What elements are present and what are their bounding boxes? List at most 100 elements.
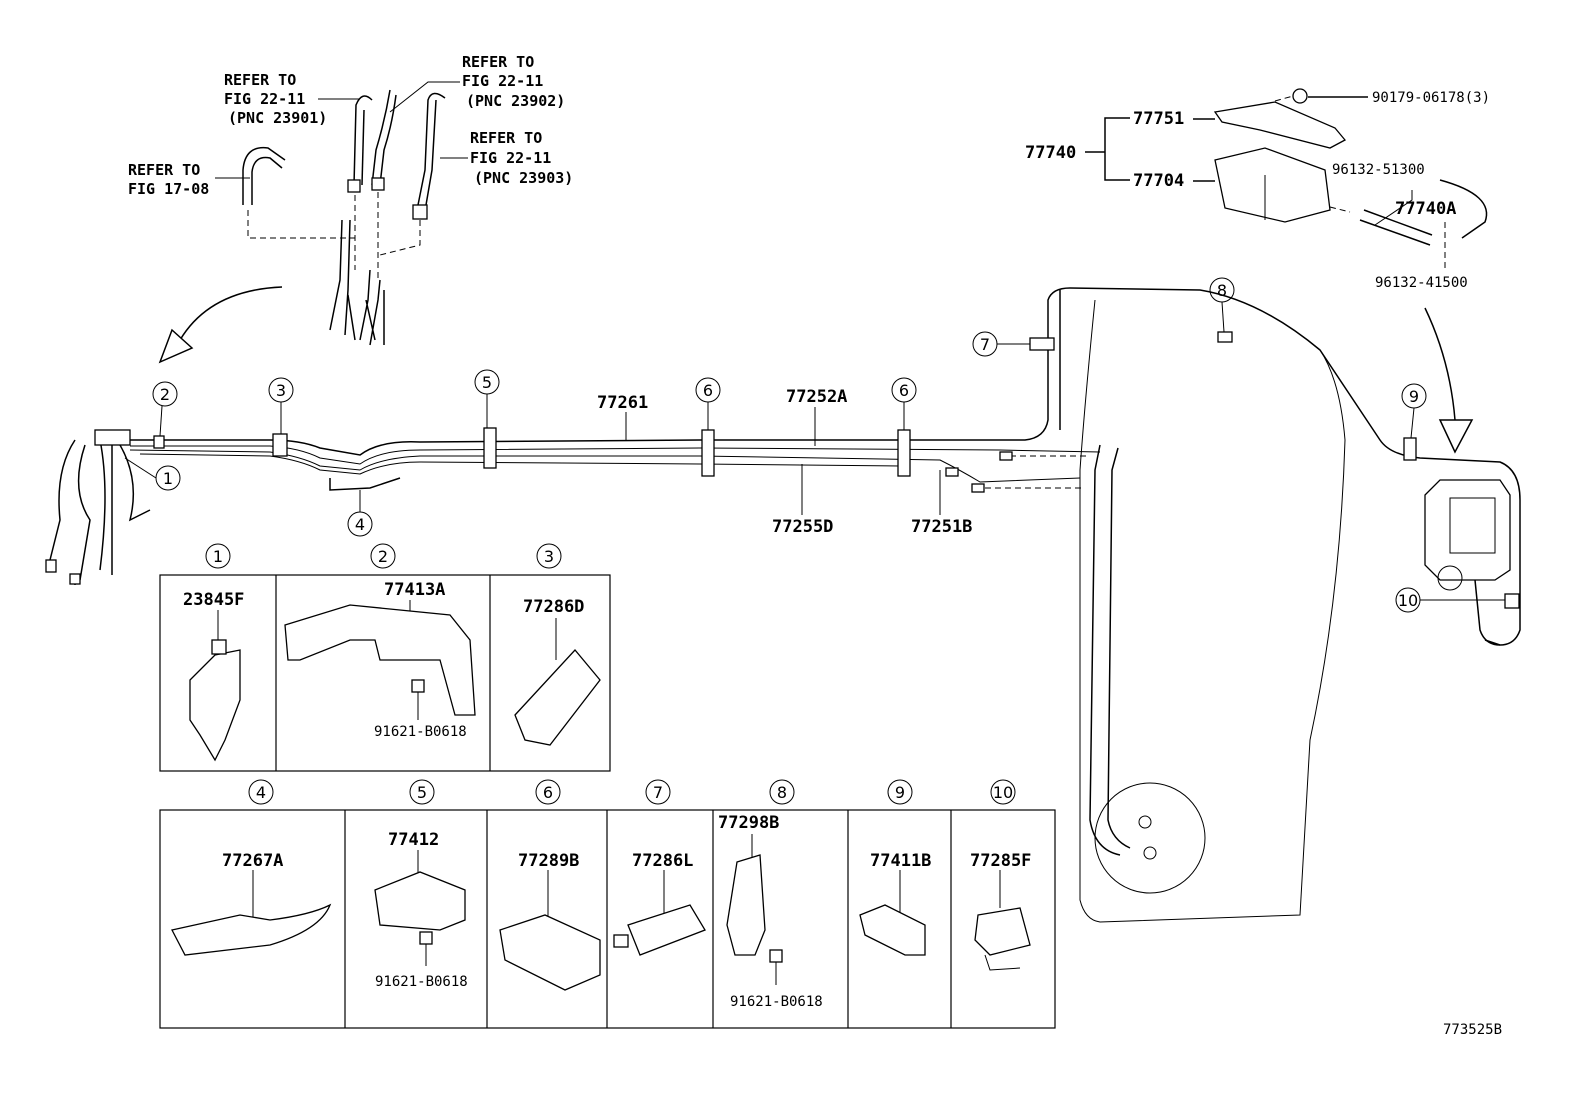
refer-line1: REFER TO bbox=[470, 129, 542, 147]
part-90179-06178[interactable]: 90179-06178(3) bbox=[1372, 90, 1490, 106]
refer-line1: REFER TO bbox=[224, 71, 296, 89]
detail-1: 23845F bbox=[183, 590, 244, 762]
detail-table-row2 bbox=[159, 809, 1056, 1029]
part-77289B[interactable]: 77289B bbox=[518, 851, 579, 871]
callout-7[interactable]: 7 bbox=[972, 331, 1030, 357]
part-77751[interactable]: 77751 bbox=[1133, 109, 1184, 129]
svg-text:6: 6 bbox=[703, 381, 713, 400]
refer-line2: FIG 22-11 bbox=[470, 149, 551, 167]
detail-7: 77286L bbox=[613, 851, 706, 956]
svg-text:6: 6 bbox=[899, 381, 909, 400]
svg-text:1: 1 bbox=[213, 547, 223, 566]
refer-line3: (PNC 23901) bbox=[228, 109, 327, 127]
detail-header-3: 3 bbox=[536, 543, 562, 569]
svg-text:9: 9 bbox=[895, 783, 905, 802]
svg-text:10: 10 bbox=[1398, 591, 1418, 610]
detail-table-row1 bbox=[159, 574, 611, 772]
svg-text:8: 8 bbox=[1217, 281, 1227, 300]
refer-label-23903: REFER TO FIG 22-11 (PNC 23903) bbox=[440, 129, 573, 187]
part-91621-B0618[interactable]: 91621-B0618 bbox=[374, 724, 467, 740]
part-96132-51300[interactable]: 96132-51300 bbox=[1332, 162, 1425, 178]
callout-6a[interactable]: 6 bbox=[695, 377, 721, 430]
canister-77704 bbox=[1214, 147, 1331, 223]
detail-header-9: 9 bbox=[887, 779, 913, 805]
hoses-illustration bbox=[242, 89, 446, 346]
detail-header-8: 8 bbox=[769, 779, 795, 805]
detail-9: 77411B bbox=[859, 851, 931, 956]
detail-10: 77285F bbox=[970, 851, 1031, 971]
svg-text:5: 5 bbox=[417, 783, 427, 802]
arrow-right bbox=[1424, 307, 1456, 421]
part-77740[interactable]: 77740 bbox=[1025, 143, 1076, 163]
detail-header-4: 4 bbox=[248, 779, 274, 805]
callout-4[interactable]: 4 bbox=[347, 490, 373, 537]
svg-text:9: 9 bbox=[1409, 387, 1419, 406]
callout-8[interactable]: 8 bbox=[1209, 277, 1235, 333]
callout-1[interactable]: 1 bbox=[124, 457, 181, 491]
refer-line2: FIG 22-11 bbox=[224, 90, 305, 108]
part-77267A[interactable]: 77267A bbox=[222, 851, 283, 871]
detail-3: 77286D bbox=[514, 597, 601, 746]
part-77704[interactable]: 77704 bbox=[1133, 171, 1184, 191]
svg-text:5: 5 bbox=[482, 373, 492, 392]
svg-text:4: 4 bbox=[355, 515, 365, 534]
callout-5[interactable]: 5 bbox=[474, 369, 500, 428]
callout-6b[interactable]: 6 bbox=[891, 377, 917, 430]
detail-5: 77412 91621-B0618 bbox=[374, 830, 468, 990]
svg-text:3: 3 bbox=[276, 381, 286, 400]
part-77252A[interactable]: 77252A bbox=[786, 387, 847, 407]
arrow-left bbox=[179, 286, 283, 341]
part-77413A[interactable]: 77413A bbox=[384, 580, 445, 600]
part-77286D[interactable]: 77286D bbox=[523, 597, 584, 617]
refer-line3: (PNC 23902) bbox=[466, 92, 565, 110]
refer-line1: REFER TO bbox=[462, 53, 534, 71]
svg-text:2: 2 bbox=[160, 385, 170, 404]
bracket-77751 bbox=[1213, 101, 1347, 149]
refer-label-23902: REFER TO FIG 22-11 (PNC 23902) bbox=[389, 53, 565, 113]
svg-text:4: 4 bbox=[256, 783, 266, 802]
svg-text:1: 1 bbox=[163, 469, 173, 488]
detail-header-5: 5 bbox=[409, 779, 435, 805]
detail-header-7: 7 bbox=[645, 779, 671, 805]
refer-line2: FIG 22-11 bbox=[462, 72, 543, 90]
part-77285F[interactable]: 77285F bbox=[970, 851, 1031, 871]
callout-10[interactable]: 10 bbox=[1395, 587, 1505, 613]
detail-2: 77413A 91621-B0618 bbox=[284, 580, 476, 740]
detail-8: 77298B 91621-B0618 bbox=[718, 813, 823, 1010]
part-96132-41500[interactable]: 96132-41500 bbox=[1375, 275, 1468, 291]
svg-text:3: 3 bbox=[544, 547, 554, 566]
detail-header-1: 1 bbox=[205, 543, 231, 569]
callout-9[interactable]: 9 bbox=[1401, 383, 1427, 439]
part-77261[interactable]: 77261 bbox=[597, 393, 648, 413]
callout-3[interactable]: 3 bbox=[268, 377, 294, 434]
callout-2[interactable]: 2 bbox=[152, 381, 178, 437]
part-77411B[interactable]: 77411B bbox=[870, 851, 931, 871]
refer-line2: FIG 17-08 bbox=[128, 180, 209, 198]
detail-header-10: 10 bbox=[990, 779, 1016, 805]
svg-text:8: 8 bbox=[777, 783, 787, 802]
refer-line3: (PNC 23903) bbox=[474, 169, 573, 187]
refer-label-1708: REFER TO FIG 17-08 bbox=[128, 161, 250, 198]
part-77251B[interactable]: 77251B bbox=[911, 517, 972, 537]
canister-assembly: 77740 77751 77704 90179-06178(3) 96132-5… bbox=[1025, 88, 1490, 291]
refer-label-23901: REFER TO FIG 22-11 (PNC 23901) bbox=[224, 71, 360, 127]
part-77286L[interactable]: 77286L bbox=[632, 851, 693, 871]
part-77298B[interactable]: 77298B bbox=[718, 813, 779, 833]
part-23845F[interactable]: 23845F bbox=[183, 590, 244, 610]
detail-header-6: 6 bbox=[535, 779, 561, 805]
part-91621-B0618[interactable]: 91621-B0618 bbox=[375, 974, 468, 990]
svg-text:2: 2 bbox=[378, 547, 388, 566]
part-91621-B0618[interactable]: 91621-B0618 bbox=[730, 994, 823, 1010]
part-77740A[interactable]: 77740A bbox=[1395, 199, 1456, 219]
svg-text:7: 7 bbox=[653, 783, 663, 802]
detail-6: 77289B bbox=[499, 851, 601, 991]
svg-text:10: 10 bbox=[993, 783, 1013, 802]
svg-text:6: 6 bbox=[543, 783, 553, 802]
detail-header-2: 2 bbox=[370, 543, 396, 569]
part-77255D[interactable]: 77255D bbox=[772, 517, 833, 537]
fuel-tube-bundle bbox=[45, 287, 1521, 923]
part-77412[interactable]: 77412 bbox=[388, 830, 439, 850]
detail-4: 77267A bbox=[171, 851, 332, 956]
